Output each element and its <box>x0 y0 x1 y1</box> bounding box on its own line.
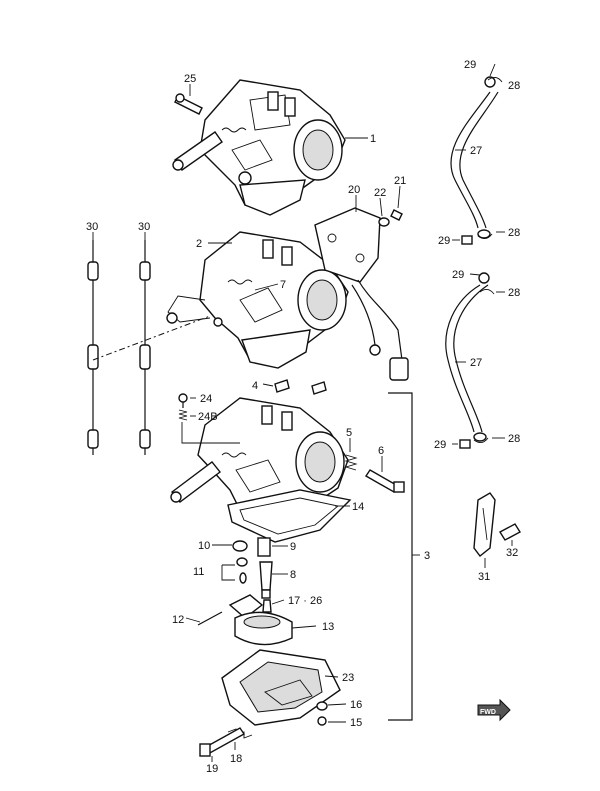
callout-24: 24 <box>200 393 212 405</box>
callout-12: 12 <box>172 614 184 626</box>
callout-17-26: 17 · 26 <box>288 595 322 607</box>
clamp-29b <box>461 235 473 245</box>
callout-18: 18 <box>230 753 242 765</box>
callout-9: 9 <box>290 541 296 553</box>
o-ring-11b <box>239 572 247 584</box>
carburetor-middle <box>166 231 349 369</box>
callout-28b: 28 <box>508 227 520 239</box>
leader-lines <box>92 63 513 762</box>
fuel-hose-27-upper <box>450 76 499 239</box>
clip-28c <box>479 289 495 295</box>
callout-6: 6 <box>378 445 384 457</box>
fwd-label: FWD <box>480 709 496 716</box>
callout-25: 25 <box>184 73 196 85</box>
callout-24b: 24B <box>198 411 218 423</box>
callout-29a: 29 <box>464 59 476 71</box>
callout-31: 31 <box>478 571 490 583</box>
screw-24 <box>178 393 188 408</box>
washer-10 <box>232 540 248 552</box>
screw-32 <box>499 523 521 541</box>
callout-20: 20 <box>348 184 360 196</box>
callout-27b: 27 <box>470 357 482 369</box>
needle-valve-8 <box>259 561 273 591</box>
screw-25 <box>174 93 203 115</box>
callout-4: 4 <box>252 380 258 392</box>
callout-13: 13 <box>322 621 334 633</box>
washer-22 <box>378 217 390 227</box>
callout-30a: 30 <box>86 221 98 233</box>
callout-11: 11 <box>193 566 204 578</box>
callout-14: 14 <box>352 501 364 513</box>
clip-28d <box>473 437 489 443</box>
float-bowl-23 <box>221 649 341 726</box>
callout-29b: 29 <box>438 235 450 247</box>
callout-15: 15 <box>350 717 362 729</box>
callout-2: 2 <box>196 238 202 250</box>
gasket-14 <box>227 489 352 543</box>
screw-15 <box>317 716 327 726</box>
bracket-31 <box>473 492 496 557</box>
callout-3: 3 <box>424 550 430 562</box>
gasket-16 <box>316 701 328 711</box>
callout-30b: 30 <box>138 221 150 233</box>
choke-solenoid-20 <box>314 207 409 381</box>
callout-16: 16 <box>350 699 362 711</box>
callout-10: 10 <box>198 540 210 552</box>
carburetor-upper <box>172 79 346 216</box>
main-jet-9 <box>257 537 271 557</box>
callout-23: 23 <box>342 672 354 684</box>
spring-24b <box>178 409 188 421</box>
callout-28d: 28 <box>508 433 520 445</box>
callout-32: 32 <box>506 547 518 559</box>
clip-28b <box>477 233 493 239</box>
clip-28a <box>487 77 503 83</box>
fwd-arrow-icon: FWD <box>477 698 511 722</box>
clamp-29d <box>459 439 471 449</box>
screw-6 <box>365 469 405 493</box>
fuel-hose-27-lower <box>445 272 490 442</box>
callout-22: 22 <box>374 187 386 199</box>
spring-5 <box>344 454 358 471</box>
linkage-rod-30-left <box>87 240 99 455</box>
carburetor-lower <box>170 397 349 521</box>
o-ring-11a <box>236 557 248 567</box>
callout-19: 19 <box>206 763 218 775</box>
callout-29d: 29 <box>434 439 446 451</box>
callout-29c: 29 <box>452 269 464 281</box>
linkage-rod-30-right <box>139 240 151 455</box>
callout-28a: 28 <box>508 80 520 92</box>
float-13 <box>234 611 293 646</box>
screw-4 <box>274 379 290 393</box>
callout-21: 21 <box>394 175 406 187</box>
callout-8: 8 <box>290 569 296 581</box>
callout-labels: 1 2 3 4 5 6 8 9 10 11 12 13 14 15 16 17 … <box>86 59 520 775</box>
pilot-jet-17 <box>262 599 272 613</box>
callout-1: 1 <box>370 133 376 145</box>
float-pin-12 <box>197 611 223 626</box>
callout-28c: 28 <box>508 287 520 299</box>
callout-5: 5 <box>346 427 352 439</box>
screw-19 <box>199 727 246 757</box>
callout-27a: 27 <box>470 145 482 157</box>
screw-21 <box>390 209 403 221</box>
callout-7: 7 <box>280 279 286 291</box>
